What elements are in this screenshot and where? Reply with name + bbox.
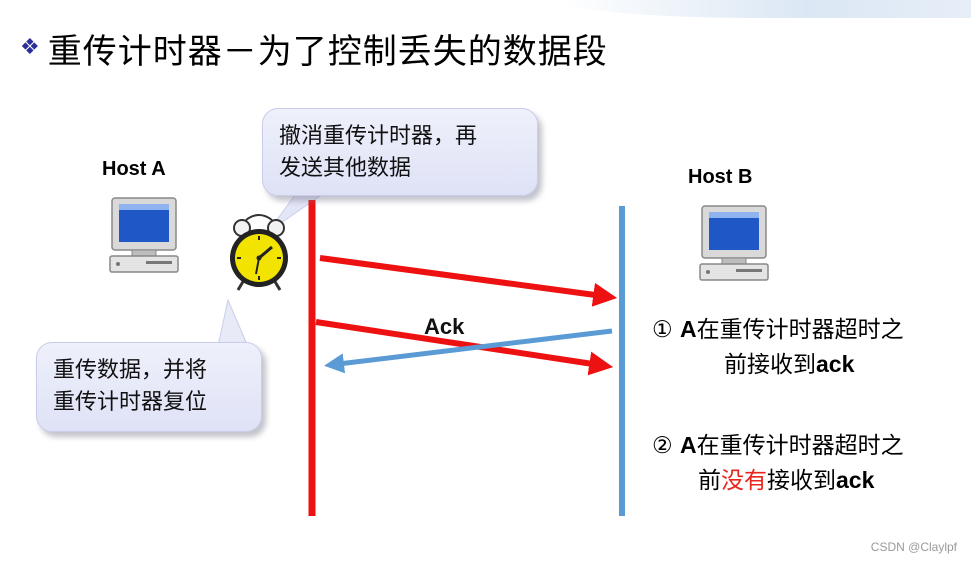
case-2-line-2-suffix: 接收到 xyxy=(767,468,836,494)
ack-arrow xyxy=(324,328,613,374)
case-2-line-2-prefix: 前 xyxy=(698,468,721,494)
diamond-cluster-icon: ❖ xyxy=(20,35,40,60)
case-1-ack: ack xyxy=(816,351,855,377)
callout-top-line-2: 发送其他数据 xyxy=(279,156,412,181)
host-a-label: Host A xyxy=(102,158,166,180)
case-2-text: ② A在重传计时器超时之 前没有接收到ack xyxy=(652,428,904,498)
desktop-computer-icon xyxy=(699,205,769,281)
case-2-marker: ② xyxy=(652,433,673,459)
callout-left-line-1: 重传数据，并将 xyxy=(53,358,208,383)
top-decoration xyxy=(560,0,971,18)
callout-left-tail xyxy=(217,298,247,347)
case-2-ack: ack xyxy=(836,467,875,493)
slide-title: ❖ 重传计时器－为了控制丢失的数据段 xyxy=(20,24,608,72)
case-1-line-2: 前接收到 xyxy=(724,352,816,378)
host-b-label: Host B xyxy=(688,166,753,188)
case-1-text: ① A在重传计时器超时之 前接收到ack xyxy=(652,312,904,382)
case-1-line-1: 在重传计时器超时之 xyxy=(696,317,904,343)
case-1-marker: ① xyxy=(652,317,673,343)
callout-top: 撤消重传计时器，再 发送其他数据 xyxy=(262,108,538,196)
callout-left-line-2: 重传计时器复位 xyxy=(53,390,208,415)
watermark: CSDN @Claylpf xyxy=(870,540,957,554)
data-segment-arrow-2 xyxy=(315,319,614,376)
alarm-clock-icon xyxy=(230,214,288,291)
case-2-host-a: A xyxy=(679,432,697,458)
desktop-computer-icon xyxy=(109,197,179,273)
case-2-line-1: 在重传计时器超时之 xyxy=(696,433,904,459)
case-2-highlight: 没有 xyxy=(721,468,767,494)
case-1-host-a: A xyxy=(679,316,697,342)
data-segment-arrow-1 xyxy=(319,255,618,307)
ack-label: Ack xyxy=(424,314,465,339)
slide-title-text: 重传计时器－为了控制丢失的数据段 xyxy=(47,31,608,72)
callout-top-line-1: 撤消重传计时器，再 xyxy=(279,124,478,149)
callout-left: 重传数据，并将 重传计时器复位 xyxy=(36,342,262,432)
